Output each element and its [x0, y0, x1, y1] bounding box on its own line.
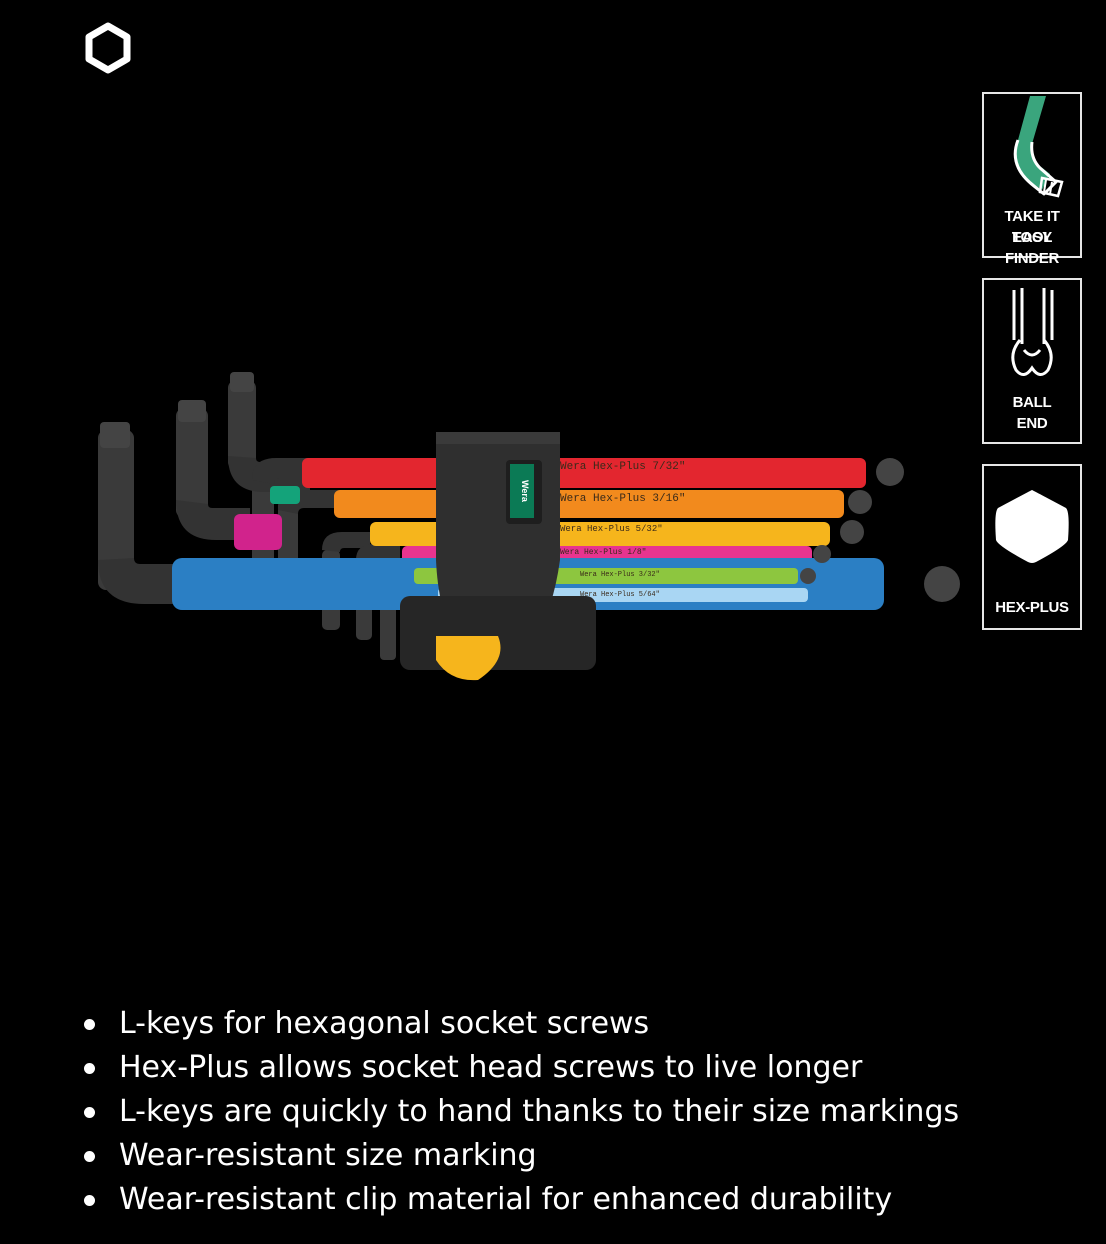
marking-5-32: Wera Hex-Plus 5/32"	[560, 524, 663, 534]
features-list: L-keys for hexagonal socket screws Hex-P…	[82, 1002, 959, 1222]
marking-3-32: Wera Hex-Plus 3/32"	[580, 571, 660, 579]
clip-brand-text: Wera	[520, 480, 530, 503]
feature-item: L-keys are quickly to hand thanks to the…	[82, 1090, 959, 1134]
feature-badges: TAKE IT EASY TOOL FINDER BALL END HEX-PL…	[982, 92, 1082, 650]
hexagon-icon	[995, 490, 1069, 563]
badge-ball-end-line2: END	[1016, 415, 1048, 432]
badge-tool-finder[interactable]: TAKE IT EASY TOOL FINDER	[982, 92, 1082, 267]
badge-hex-plus-line1: HEX-PLUS	[995, 599, 1069, 616]
hexagon-logo-icon	[82, 22, 134, 74]
marking-3-16: Wera Hex-Plus 3/16"	[560, 493, 685, 505]
badge-ball-end[interactable]: BALL END	[982, 278, 1082, 444]
feature-item: Wear-resistant size marking	[82, 1134, 959, 1178]
feature-item: Wear-resistant clip material for enhance…	[82, 1178, 959, 1222]
feature-item: Hex-Plus allows socket head screws to li…	[82, 1046, 959, 1090]
badge-tool-finder-line1: TAKE IT EASY	[1004, 208, 1060, 246]
ball-end-icon	[1011, 288, 1054, 376]
badge-ball-end-line1: BALL	[1012, 394, 1052, 411]
badge-hex-plus[interactable]: HEX-PLUS	[982, 464, 1082, 630]
badge-tool-finder-line2: TOOL FINDER	[1004, 229, 1060, 267]
marking-7-32: Wera Hex-Plus 7/32"	[560, 461, 685, 473]
feature-item: L-keys for hexagonal socket screws	[82, 1002, 959, 1046]
marking-1-8: Wera Hex-Plus 1/8"	[560, 548, 646, 557]
hex-key-set-image: Wera Wera Hex-Plus 7/32" Wera Hex-Plus 3…	[80, 360, 960, 700]
marking-5-64: Wera Hex-Plus 5/64"	[580, 591, 660, 599]
l-key-icon	[1013, 96, 1064, 198]
